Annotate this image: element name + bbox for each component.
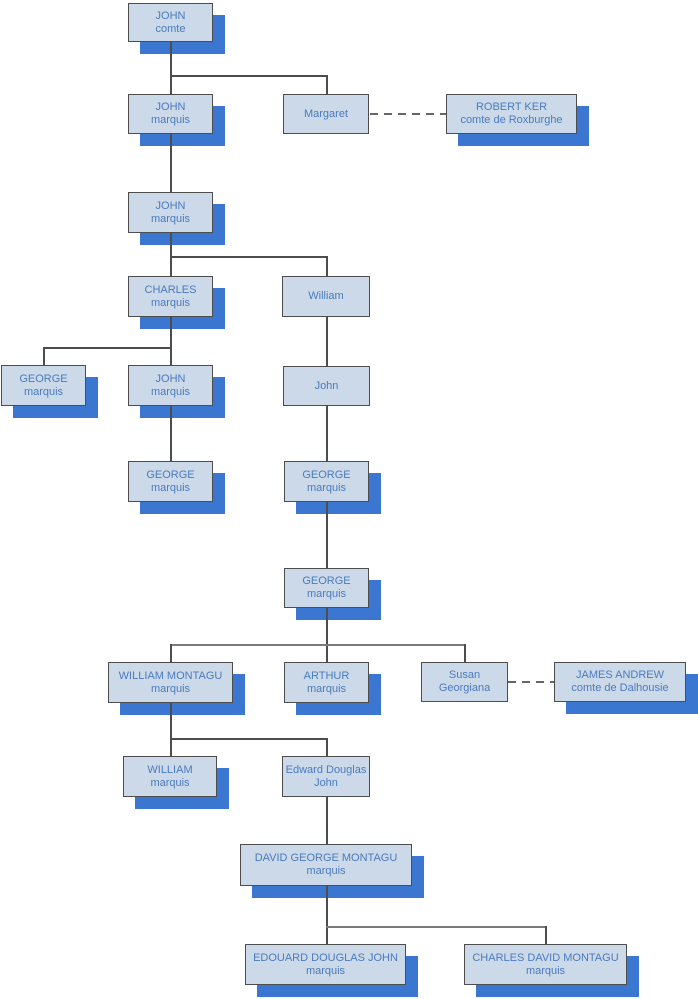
person-name: JOHN: [155, 101, 186, 113]
person-name: EDOUARD DOUGLAS JOHN: [253, 951, 398, 964]
person-name: WILLIAM: [147, 763, 193, 776]
person-name: GEORGE: [302, 575, 351, 587]
marriage-dashed-link: [508, 681, 554, 683]
person-title: marquis: [150, 296, 191, 309]
person-title: John: [314, 776, 338, 789]
person-title: comte de Roxburghe: [460, 114, 563, 126]
descent-connector-line: [43, 347, 171, 349]
descent-connector-line: [326, 796, 328, 844]
person-name: JAMES ANDREW: [575, 669, 664, 681]
tree-node-john-plain[interactable]: John: [283, 366, 370, 406]
descent-connector-line: [170, 316, 172, 365]
person-name: GEORGE: [146, 468, 195, 481]
descent-connector-line: [43, 347, 45, 365]
person-name: CHARLES DAVID MONTAGU: [472, 951, 619, 964]
descent-connector-line: [170, 644, 465, 646]
person-title: marquis: [150, 385, 191, 398]
descent-connector-line: [170, 644, 172, 662]
descent-connector-line: [326, 607, 328, 662]
descent-connector-line: [326, 316, 328, 366]
person-title: marquis: [150, 682, 191, 695]
person-title: marquis: [150, 114, 191, 126]
descent-connector-line: [326, 75, 328, 94]
person-name: WILLIAM MONTAGU: [118, 669, 223, 682]
person-title: marquis: [306, 682, 347, 695]
person-name: Susan: [448, 669, 481, 681]
person-title: comte: [155, 22, 186, 35]
person-title: marquis: [23, 385, 64, 398]
descent-connector-line: [326, 501, 328, 568]
descent-connector-line: [170, 256, 327, 258]
person-name: JOHN: [155, 9, 186, 22]
person-title: marquis: [305, 964, 346, 977]
person-name: ARTHUR: [303, 669, 350, 682]
person-name: JOHN: [155, 372, 186, 385]
descent-connector-line: [170, 405, 172, 461]
person-title: marquis: [150, 481, 191, 494]
person-name: William: [308, 290, 344, 302]
person-title: Georgiana: [438, 682, 491, 694]
person-name: Margaret: [303, 107, 349, 120]
descent-connector-line: [326, 256, 328, 276]
person-name: JOHN: [155, 199, 186, 212]
person-title: marquis: [525, 964, 566, 977]
person-title: marquis: [306, 481, 347, 494]
descent-connector-line: [326, 738, 328, 756]
descent-connector-line: [326, 885, 328, 944]
descent-connector-line: [326, 926, 546, 928]
marriage-dashed-link: [370, 113, 446, 115]
descent-connector-line: [545, 926, 547, 944]
person-name: GEORGE: [302, 468, 351, 481]
person-name: DAVID GEORGE MONTAGU: [254, 852, 398, 864]
person-name: GEORGE: [19, 372, 68, 385]
descent-connector-line: [170, 738, 327, 740]
person-title: marquis: [306, 588, 347, 600]
person-title: marquis: [306, 865, 346, 877]
person-title: marquis: [150, 776, 190, 789]
person-name: CHARLES: [144, 283, 197, 296]
tree-node-william[interactable]: William: [282, 276, 370, 317]
tree-node-margaret[interactable]: Margaret: [283, 94, 369, 134]
descent-connector-line: [170, 41, 172, 94]
descent-connector-line: [170, 232, 172, 276]
descent-connector-line: [170, 702, 172, 756]
descent-connector-line: [326, 405, 328, 461]
descent-connector-line: [464, 644, 466, 662]
person-title: marquis: [150, 212, 191, 225]
descent-connector-line: [170, 75, 327, 77]
person-name: John: [314, 379, 339, 392]
person-name: ROBERT KER: [475, 101, 548, 113]
person-name: Edward Douglas: [285, 763, 367, 776]
person-title: comte de Dalhousie: [571, 682, 669, 694]
descent-connector-line: [170, 134, 172, 192]
